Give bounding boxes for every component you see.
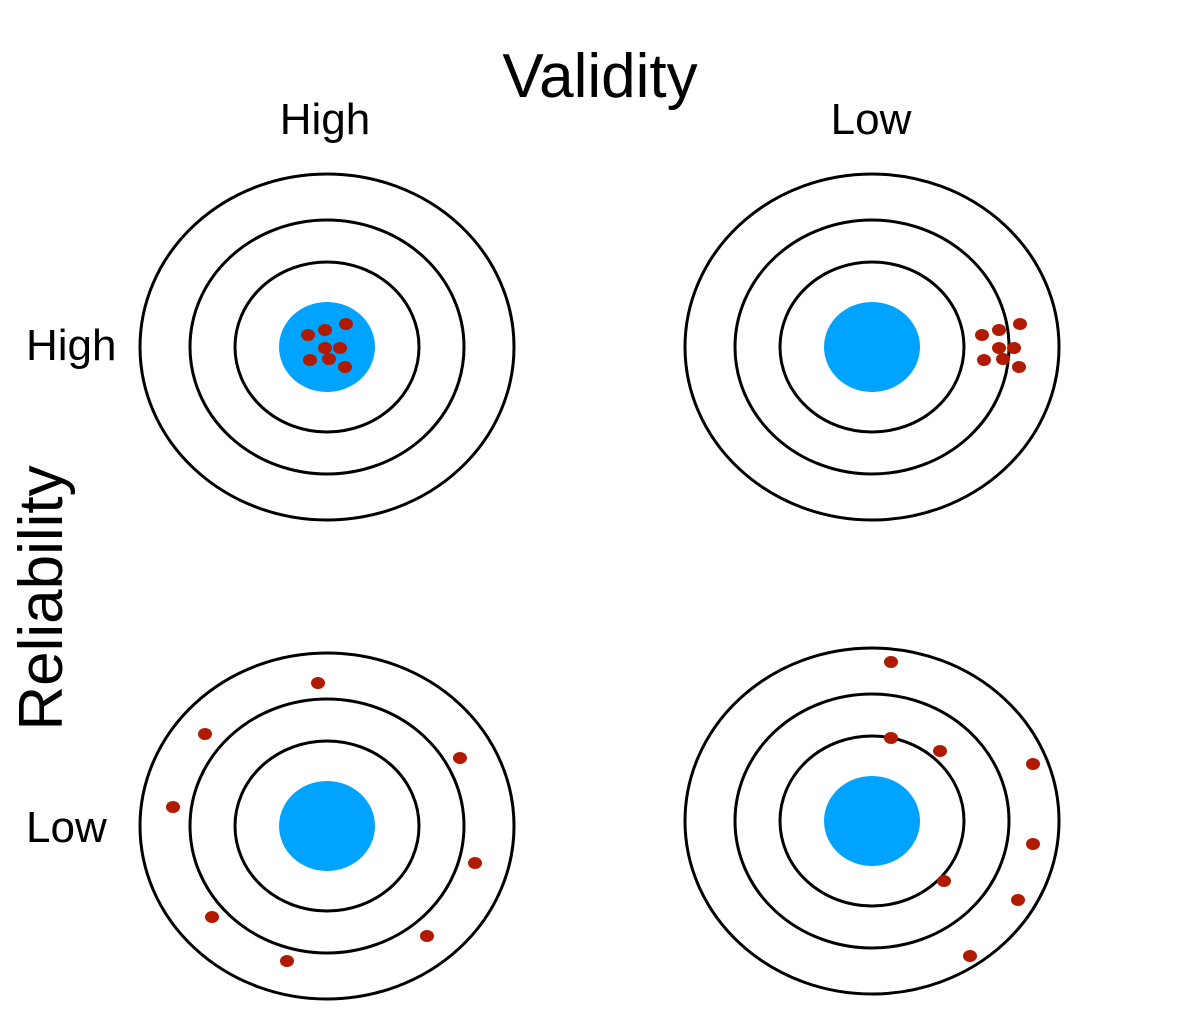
target-panel-low-validity-low-reliability	[683, 646, 1061, 996]
shot	[318, 342, 332, 354]
shot	[1026, 838, 1040, 850]
outer-ring	[138, 651, 516, 1001]
bullseye	[824, 776, 920, 866]
shot	[205, 911, 219, 923]
reliability-low-label: Low	[26, 803, 107, 852]
shot	[937, 875, 951, 887]
middle-ring	[188, 218, 466, 476]
shot	[468, 857, 482, 869]
shot	[166, 801, 180, 813]
validity-low-label: Low	[830, 95, 912, 144]
target-panel-high-validity-low-reliability	[138, 651, 516, 1001]
shot	[339, 318, 353, 330]
shot	[322, 353, 336, 365]
shot	[338, 361, 352, 373]
shot	[963, 950, 977, 962]
validity-title: Validity	[502, 42, 698, 111]
inner-ring	[778, 260, 966, 434]
shot	[198, 728, 212, 740]
shot	[1026, 758, 1040, 770]
target-panel-low-validity-high-reliability	[683, 172, 1061, 522]
inner-ring	[233, 260, 421, 434]
inner-ring	[233, 739, 421, 913]
shot	[884, 732, 898, 744]
shot	[1013, 318, 1027, 330]
shot	[420, 930, 434, 942]
shot	[333, 342, 347, 354]
outer-ring	[683, 172, 1061, 522]
shot	[1011, 894, 1025, 906]
target-panel-high-validity-high-reliability	[138, 172, 516, 522]
shot	[280, 955, 294, 967]
reliability-high-label: High	[26, 321, 117, 370]
outer-ring	[138, 172, 516, 522]
middle-ring	[733, 692, 1011, 950]
shot	[318, 324, 332, 336]
shot	[992, 324, 1006, 336]
shot	[884, 656, 898, 668]
shot	[301, 329, 315, 341]
shot	[453, 752, 467, 764]
outer-ring	[683, 646, 1061, 996]
middle-ring	[188, 697, 466, 955]
shot	[1007, 342, 1021, 354]
shot	[1012, 361, 1026, 373]
shot	[311, 677, 325, 689]
bullseye	[279, 781, 375, 871]
shot	[992, 342, 1006, 354]
shot	[977, 354, 991, 366]
validity-high-label: High	[279, 95, 371, 144]
shot	[303, 354, 317, 366]
shot	[996, 353, 1010, 365]
shot	[975, 329, 989, 341]
inner-ring	[778, 734, 966, 908]
shot	[933, 745, 947, 757]
bullseye	[824, 302, 920, 392]
